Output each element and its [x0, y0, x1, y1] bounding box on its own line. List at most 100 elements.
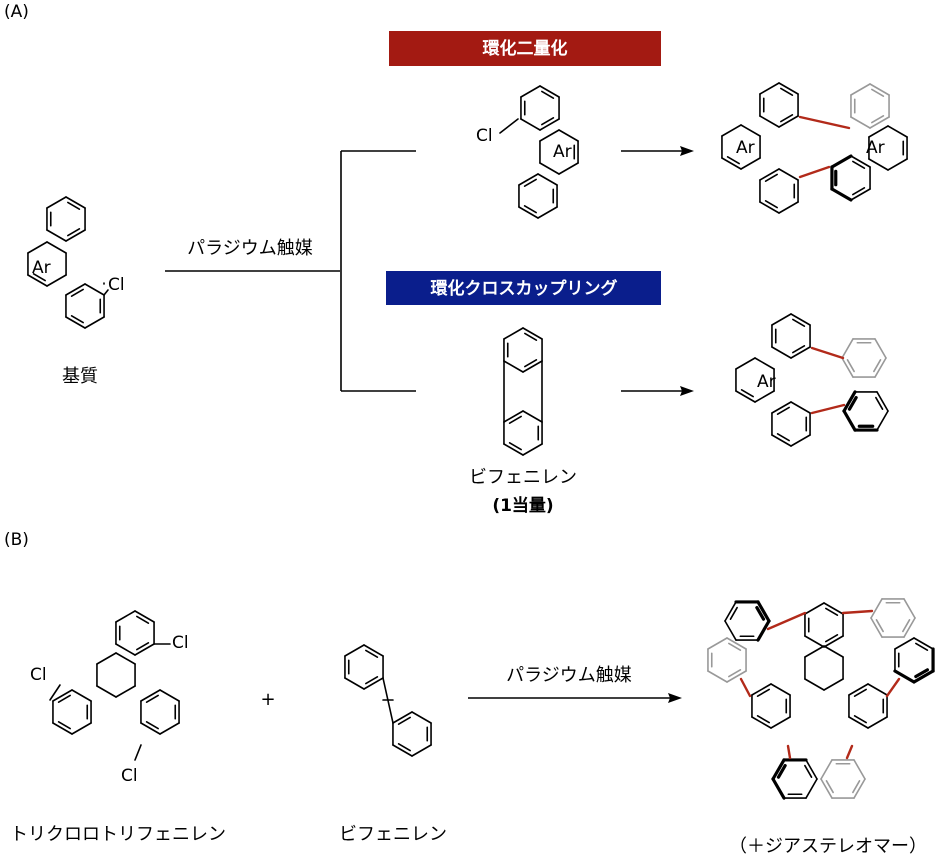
reactant-ring [539, 85, 560, 98]
product-ring-grey [871, 115, 885, 124]
product-ring-grey [853, 759, 866, 780]
product-ring-bold [913, 637, 934, 650]
product-ring [754, 390, 775, 403]
substrate-ring [65, 316, 86, 329]
substrate-ring [27, 241, 48, 254]
ar-product-top-left: Ar [736, 138, 755, 158]
product-ring-grey [871, 88, 885, 97]
product-ring-bold [771, 777, 786, 800]
product-ring [868, 125, 889, 138]
panel-b-label: (B) [4, 530, 29, 550]
product-core-ring [825, 634, 839, 643]
tcp-ring [115, 685, 136, 698]
product-ring [759, 82, 780, 95]
product-ring [790, 401, 811, 414]
product-core-ring [853, 715, 867, 724]
reactant-ring [518, 206, 539, 219]
new-bond [739, 677, 752, 698]
product-ring [759, 201, 780, 214]
product-ring-bold [756, 619, 771, 642]
product-core-ring [770, 683, 791, 696]
product-ring [790, 346, 811, 359]
product-core-ring [804, 635, 825, 648]
product-core-ring [804, 678, 825, 691]
substrate-ring [65, 196, 86, 209]
trichloro-label: トリクロロトリフェニレン [10, 824, 226, 845]
product-ring-grey [726, 670, 747, 683]
reactant-ring [523, 205, 537, 214]
product-ring-bold [852, 187, 866, 196]
tcp-ring [140, 722, 161, 735]
product-ring [868, 158, 889, 171]
catalyst-label-a: パラジウム触媒 [187, 238, 313, 259]
biphenylene-ring [344, 677, 365, 690]
biphenylene-ring [397, 743, 411, 752]
tcp-ring [145, 694, 159, 703]
product-ring [740, 124, 761, 137]
arrowhead-top [680, 146, 694, 156]
substrate-ring [65, 283, 86, 296]
arrowheads [668, 146, 694, 703]
product-core-ring [823, 635, 844, 648]
product-ring-grey [846, 359, 855, 373]
product-ring [780, 114, 794, 123]
product-ring-bold [914, 668, 930, 679]
reactant-ring [520, 85, 541, 98]
substrate-ring [46, 274, 67, 287]
cl-tcp-top: Cl [172, 633, 189, 653]
cl-tcp-left: Cl [30, 665, 47, 685]
product-ring [771, 401, 792, 414]
product-ring [776, 433, 790, 442]
product-core-ring [823, 645, 844, 658]
biphenylene-ring [344, 644, 365, 657]
reactant-ring [558, 129, 579, 142]
biphenylene-ring [522, 327, 543, 340]
crosscoupling-banner-text: 環化クロスカップリング [431, 278, 618, 299]
substrate-ring [70, 288, 84, 297]
product-ring-grey [728, 642, 742, 651]
product-ring-grey [870, 598, 883, 619]
product-ring-grey [841, 338, 854, 359]
product-ring [790, 434, 811, 447]
product-core-ring [823, 678, 844, 691]
product-ring-bold [876, 410, 889, 431]
crosscoupling-banner [386, 271, 661, 305]
biphenylene-ring [365, 649, 379, 658]
tcp-ring [134, 643, 155, 656]
product-ring [759, 115, 780, 128]
reactant-ring [523, 178, 537, 187]
product-ring-bold [842, 390, 857, 413]
cl-tcp-bottom: Cl [121, 766, 138, 786]
product-ring-grey [825, 780, 834, 794]
product-ring-bold [852, 160, 866, 169]
homocoupling-banner [389, 31, 661, 66]
new-bond [810, 403, 846, 415]
biphenylene-ring [522, 410, 543, 423]
biphenylene-ring [522, 360, 543, 373]
product-ring-grey [707, 670, 728, 683]
product-ring-grey [873, 359, 882, 373]
panel-a-label: (A) [4, 2, 29, 22]
product-ring-bold [842, 409, 857, 432]
new-bond [798, 115, 851, 130]
product-ring-bold [729, 606, 738, 620]
product-core-ring [756, 688, 770, 697]
substrate-ring [84, 316, 105, 329]
reactant-ring [541, 90, 555, 99]
biphenylene-ring [363, 644, 384, 657]
product-ring-bold [915, 642, 929, 651]
product-core-ring [823, 602, 844, 615]
product-core-ring [848, 683, 869, 696]
product-ring [778, 201, 799, 214]
reactant-ring [537, 206, 558, 219]
tcp-ring [57, 721, 71, 730]
product-ring-grey [874, 338, 887, 359]
new-bond [841, 609, 874, 615]
biphenylene-ring [524, 332, 538, 341]
product-ring [771, 434, 792, 447]
product-ring [726, 156, 740, 165]
product-ring [792, 318, 806, 327]
product-ring [778, 82, 799, 95]
product-core-ring [848, 716, 869, 729]
new-bond [766, 611, 807, 631]
